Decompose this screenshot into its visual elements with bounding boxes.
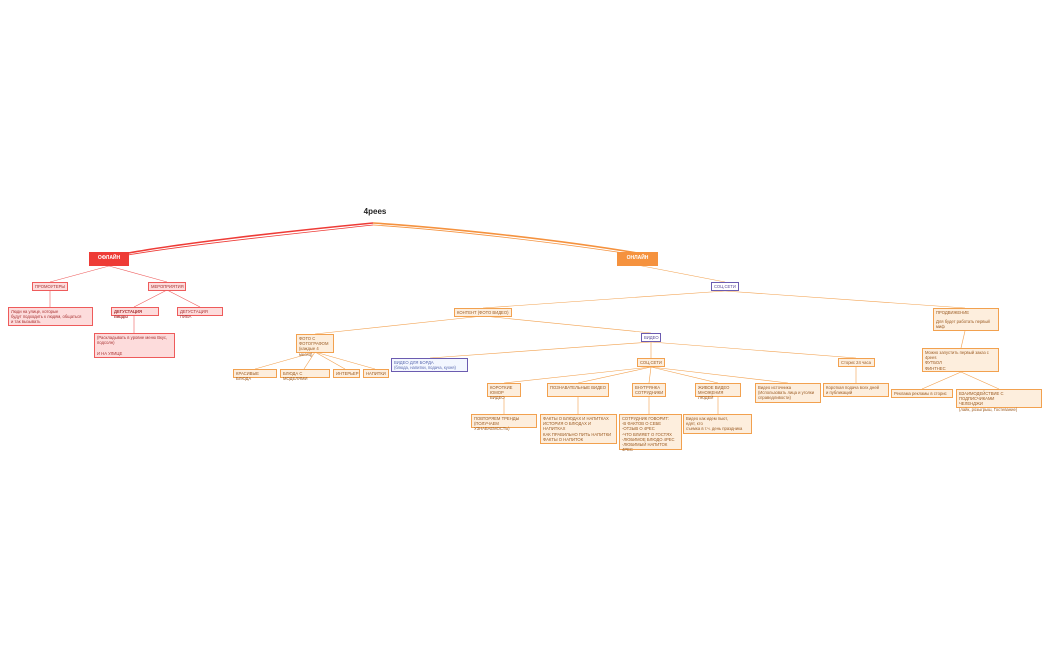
link-video-board xyxy=(429,341,652,359)
link-root-offline-2 xyxy=(111,224,374,259)
tasting-food-node[interactable]: ДЕГУСТАЦИЯ пиццы xyxy=(111,307,159,319)
link-root-online-2 xyxy=(372,224,638,256)
video-col-5[interactable]: Видео источника (Использовать лица и уго… xyxy=(755,383,821,403)
video-social-node[interactable]: СОЦ.СЕТИ xyxy=(637,358,665,367)
video-col-3-note[interactable]: СОТРУДНИК ГОВОРИТ: -В ФАКТОВ О СЕБЕ -ОТЗ… xyxy=(619,414,682,452)
link-offline-promoters xyxy=(49,265,110,283)
events-node[interactable]: МЕРОПРИЯТИЯ xyxy=(148,282,186,291)
promotion-plan[interactable]: Можно запустить первый заказ с 4pees ФУТ… xyxy=(922,348,999,372)
social-node[interactable]: СОЦ.СЕТИ xyxy=(711,282,739,291)
link-social-promotion xyxy=(724,290,966,309)
link-vs-1 xyxy=(503,366,652,384)
link-vs-2 xyxy=(577,366,652,384)
video-col-3[interactable]: ВНУТРЯНКА СОТРУДНИКИ xyxy=(632,383,666,397)
link-vs-5 xyxy=(650,366,789,384)
photo-item-4[interactable]: НАПИТКИ xyxy=(363,369,389,378)
link-root-offline xyxy=(108,222,374,258)
promotion-item-1[interactable]: Реклама рекламы в сторис xyxy=(891,389,953,398)
video-board-node[interactable]: ВИДЕО ДЛЯ БОРДА (блюда, напитки, подача,… xyxy=(391,358,468,372)
video-col-1[interactable]: КОРОТКИЕ ЮМОР ВИДЕО xyxy=(487,383,521,400)
promoters-note[interactable]: Люди на улице, которые будут подходить к… xyxy=(8,307,93,326)
link-content-photo xyxy=(314,315,484,335)
video-col-2[interactable]: ПОЗНАВАТЕЛЬНЫЕ ВИДЕО xyxy=(547,383,609,397)
link-promo-plan xyxy=(960,330,966,349)
promotion-item-2[interactable]: ВЗАИМОДЕЙСТВИЕ С ПОДПИСЧИКАМИ ЧЕЛЕНДЖИ (… xyxy=(956,389,1042,412)
stories-node[interactable]: Сторис 24 часа xyxy=(838,358,875,367)
video-col-2-note[interactable]: ФАКТЫ О БЛЮДАХ И НАПИТКАХ ИСТОРИЯ О БЛЮД… xyxy=(540,414,617,444)
link-photo-2 xyxy=(303,351,316,370)
photo-item-2[interactable]: БЛЮДА С МОДЕЛЯМИ xyxy=(280,369,330,381)
link-photo-4 xyxy=(314,351,376,370)
content-node[interactable]: КОНТЕНТ (ФОТО ВИДЕО) xyxy=(454,308,512,317)
promotion-node[interactable]: ПРОДВИЖЕНИЕ xyxy=(933,308,999,331)
link-events-beer xyxy=(166,289,201,308)
tasting-food-note[interactable]: (Раскладывать в уровне меню Вкус, подсол… xyxy=(94,333,175,358)
link-online-social xyxy=(636,264,726,283)
root-node[interactable]: 4pees xyxy=(363,207,387,216)
link-offline-events xyxy=(108,265,168,283)
link-plan-1 xyxy=(921,371,962,390)
photo-item-1[interactable]: КРАСИВЫЕ БЛЮДА xyxy=(233,369,277,381)
video-node[interactable]: ВИДЕО xyxy=(641,333,661,342)
link-events-food xyxy=(133,289,168,308)
link-vs-4 xyxy=(650,366,719,384)
offline-node[interactable]: ОФЛАЙН xyxy=(89,252,129,266)
link-photo-1 xyxy=(254,351,316,370)
promoters-node[interactable]: ПРОМОУТЕРЫ xyxy=(32,282,68,291)
video-col-4-note[interactable]: Видео как идем пьют, едят, кто съемка в … xyxy=(683,414,752,434)
video-col-4[interactable]: ЖИВОЕ ВИДЕО МНОЖЕНИЯ ЛЮДЕЙ xyxy=(695,383,741,400)
tasting-beer-node[interactable]: ДЕГУСТАЦИЯ ПИВА xyxy=(177,307,223,319)
video-col-1-note[interactable]: ПОВТОРЯЕМ ТРЕНДЫ (ПОЛУЧАЕМ УЗНАВАЕМОСТЬ) xyxy=(471,414,537,431)
stories-note[interactable]: Короткая подача всех дней и публикаций xyxy=(823,383,889,397)
link-photo-3 xyxy=(314,351,346,370)
photo-item-3[interactable]: ИНТЕРЬЕР xyxy=(333,369,360,378)
link-content-video xyxy=(482,315,652,334)
link-social-content xyxy=(482,290,726,309)
link-video-stories xyxy=(650,341,857,359)
link-vs-3 xyxy=(648,366,652,384)
link-root-online xyxy=(372,222,638,254)
online-node[interactable]: ОНЛАЙН xyxy=(617,252,658,266)
photo-node[interactable]: ФОТО С ФОТОГРАФОМ (каждые 4 месяц) xyxy=(296,334,334,357)
link-plan-2 xyxy=(960,371,1000,390)
promotion-note[interactable]: Для будет работать первый миф xyxy=(936,319,990,330)
